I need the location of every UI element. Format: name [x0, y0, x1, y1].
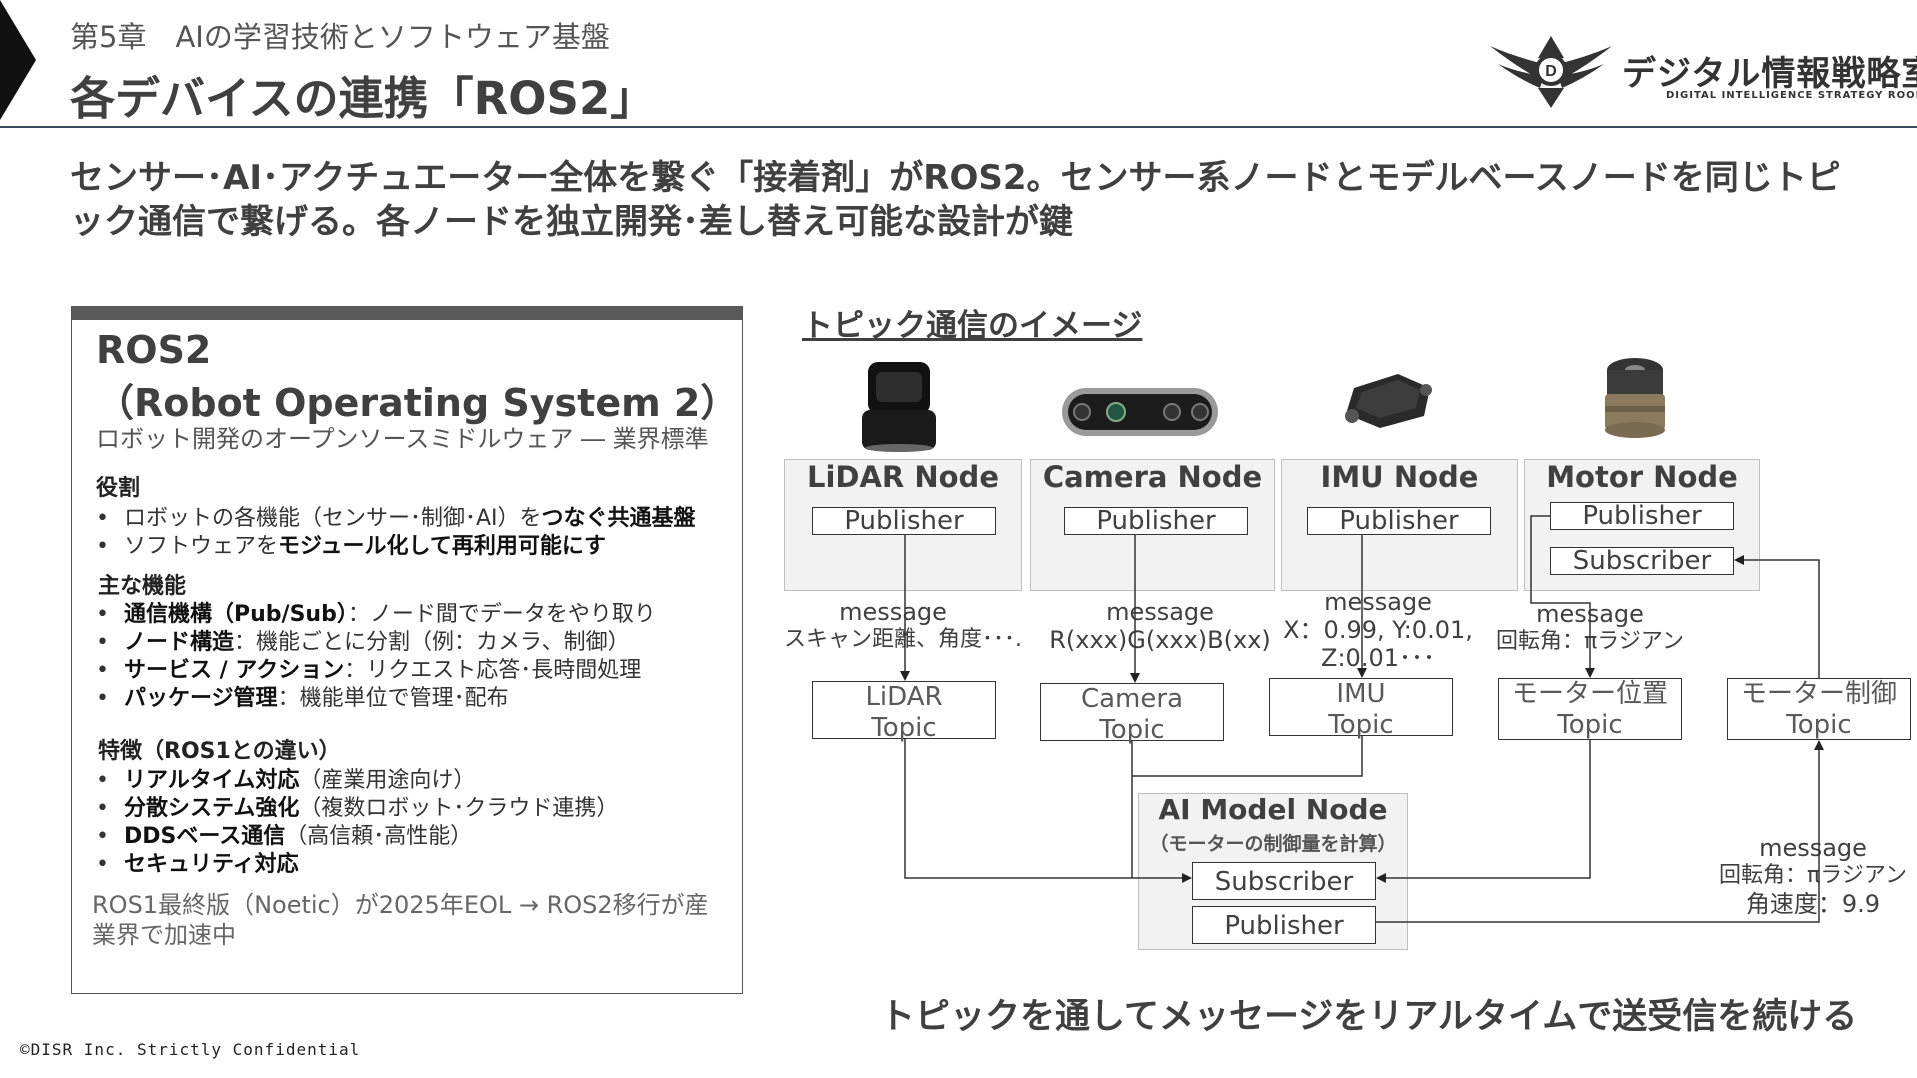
ai-model-node-desc: （モーターの制御量を計算）: [1149, 833, 1397, 855]
imu-node-name: IMU Node: [1320, 460, 1479, 494]
copyright: ©DISR Inc. Strictly Confidential: [20, 1040, 361, 1059]
lead-text: センサー･AI･アクチュエーター全体を繋ぐ「接着剤」がROS2。センサー系ノード…: [70, 158, 1841, 242]
role-heading: 役割: [96, 476, 141, 501]
lidar-device-icon: [862, 362, 936, 452]
function-item: •ノード構造：機能ごとに分割（例：カメラ、制御）: [96, 630, 630, 655]
panel-title: ROS2: [96, 328, 212, 372]
imu-sensor-icon: [1345, 374, 1432, 428]
ai-model-node-name: AI Model Node: [1158, 793, 1388, 826]
function-heading: 主な機能: [98, 574, 187, 599]
diagram-title: トピック通信のイメージ: [802, 308, 1143, 344]
eagle-logo-icon: D: [1490, 36, 1612, 108]
chevron-marker: [0, 0, 36, 120]
panel-note: ROS1最終版（Noetic）が2025年EOL → ROS2移行が産業界で加速…: [92, 891, 709, 949]
ai-subscriber: Subscriber: [1192, 862, 1376, 900]
panel-subtitle: ロボット開発のオープンソースミドルウェア ― 業界標準: [96, 425, 709, 453]
logo-letter: D: [1545, 63, 1557, 80]
header-divider: [0, 126, 1917, 128]
feature-item: •DDSベース通信（高信頼･高性能）: [96, 824, 473, 849]
ai-publisher: Publisher: [1192, 906, 1376, 944]
camera-node-name: Camera Node: [1042, 460, 1263, 494]
camera-publisher: Publisher: [1064, 507, 1248, 535]
feature-item: •リアルタイム対応（産業用途向け）: [96, 768, 476, 793]
depth-camera-icon: [1062, 388, 1218, 436]
page-title: 各デバイスの連携「ROS2」: [70, 72, 656, 125]
motor-subscriber: Subscriber: [1550, 547, 1734, 575]
function-item: •パッケージ管理：機能単位で管理･配布: [96, 686, 509, 711]
logo-subtext: DIGITAL INTELLIGENCE STRATEGY ROOM: [1666, 90, 1917, 101]
diagram-footer: トピックを通してメッセージをリアルタイムで送受信を続ける: [880, 997, 1858, 1037]
feature-item: •分散システム強化（複数ロボット･クラウド連携）: [96, 796, 619, 821]
panel-title-full: （Robot Operating System 2）: [96, 381, 739, 425]
lidar-publisher: Publisher: [812, 507, 996, 535]
logo-text: デジタル情報戦略室: [1622, 54, 1917, 94]
lidar-node-name: LiDAR Node: [807, 460, 999, 494]
role-item: •ロボットの各機能（センサー･制御･AI）をつなぐ共通基盤: [96, 506, 696, 531]
ros2-info-panel: [71, 306, 743, 994]
motor-publisher: Publisher: [1550, 502, 1734, 530]
feature-heading: 特徴（ROS1との違い）: [98, 739, 341, 764]
role-item: •ソフトウェアをモジュール化して再利用可能にす: [96, 534, 607, 559]
motor-icon: [1605, 358, 1665, 438]
feature-item: •セキュリティ対応: [96, 852, 299, 877]
function-item: •通信機構（Pub/Sub）：ノード間でデータをやり取り: [96, 602, 656, 627]
chapter-label: 第5章 AIの学習技術とソフトウェア基盤: [70, 20, 610, 54]
function-item: •サービス / アクション：リクエスト応答･長時間処理: [96, 658, 642, 683]
motor-node-name: Motor Node: [1546, 460, 1738, 494]
imu-publisher: Publisher: [1307, 507, 1491, 535]
